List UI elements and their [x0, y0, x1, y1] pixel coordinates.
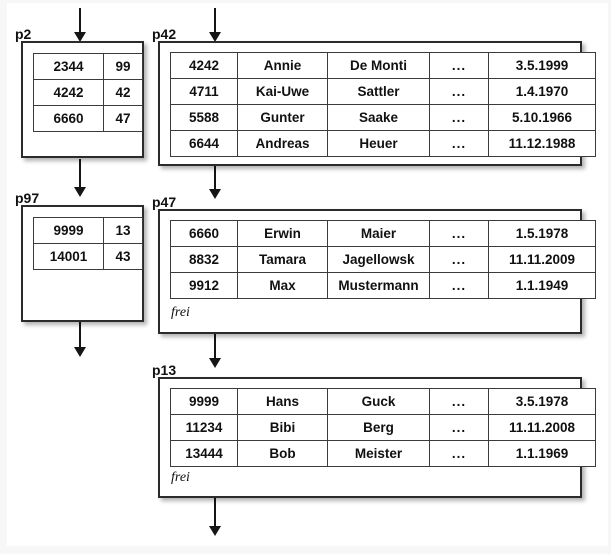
cell-first: Kai-Uwe: [237, 78, 328, 105]
table-row[interactable]: 13444 Bob Meister ... 1.1.1969: [170, 440, 596, 467]
cell-id: 6660: [170, 220, 238, 247]
cell-id: 8832: [170, 246, 238, 273]
cell-last: Maier: [327, 220, 430, 247]
cell-first: Tamara: [237, 246, 328, 273]
page-label-p47: p47: [152, 194, 177, 210]
cell-date: 11.11.2009: [488, 246, 596, 273]
table-row[interactable]: 5588 Gunter Saake ... 5.10.1966: [170, 104, 596, 131]
cell-ref: 99: [103, 53, 143, 80]
cell-id: 9999: [170, 388, 238, 415]
cell-first: Gunter: [237, 104, 328, 131]
cell-id: 4242: [170, 52, 238, 79]
cell-id: 11234: [170, 414, 238, 441]
cell-key: 4242: [33, 79, 104, 106]
cell-more: ...: [429, 388, 489, 415]
table-row[interactable]: 6644 Andreas Heuer ... 11.12.1988: [170, 130, 596, 157]
cell-last: Heuer: [327, 130, 430, 157]
cell-more: ...: [429, 220, 489, 247]
cell-id: 9912: [170, 272, 238, 299]
cell-key: 6660: [33, 105, 104, 132]
cell-first: Hans: [237, 388, 328, 415]
cell-date: 11.12.1988: [488, 130, 596, 157]
table-row[interactable]: 9912 Max Mustermann ... 1.1.1949: [170, 272, 596, 299]
cell-last: Berg: [327, 414, 430, 441]
cell-more: ...: [429, 52, 489, 79]
data-table-p47: 6660 Erwin Maier ... 1.5.1978 8832 Tamar…: [170, 220, 596, 299]
page-label-p2: p2: [15, 26, 32, 42]
cell-more: ...: [429, 104, 489, 131]
cell-last: Sattler: [327, 78, 430, 105]
table-row[interactable]: 4711 Kai-Uwe Sattler ... 1.4.1970: [170, 78, 596, 105]
free-space-label-p47: frei: [171, 305, 190, 320]
cell-date: 1.1.1949: [488, 272, 596, 299]
table-row[interactable]: 4242 42: [33, 79, 143, 106]
cell-date: 3.5.1978: [488, 388, 596, 415]
cell-id: 4711: [170, 78, 238, 105]
data-table-p13: 9999 Hans Guck ... 3.5.1978 11234 Bibi B…: [170, 388, 596, 467]
table-row[interactable]: 4242 Annie De Monti ... 3.5.1999: [170, 52, 596, 79]
cell-last: Guck: [327, 388, 430, 415]
cell-id: 6644: [170, 130, 238, 157]
cell-more: ...: [429, 414, 489, 441]
cell-first: Max: [237, 272, 328, 299]
data-table-p42: 4242 Annie De Monti ... 3.5.1999 4711 Ka…: [170, 52, 596, 157]
cell-date: 1.4.1970: [488, 78, 596, 105]
cell-key: 2344: [33, 53, 104, 80]
cell-more: ...: [429, 272, 489, 299]
table-row[interactable]: 9999 13: [33, 217, 143, 244]
table-row[interactable]: 6660 Erwin Maier ... 1.5.1978: [170, 220, 596, 247]
cell-ref: 42: [103, 79, 143, 106]
cell-date: 11.11.2008: [488, 414, 596, 441]
page-label-p13: p13: [152, 362, 177, 378]
cell-more: ...: [429, 78, 489, 105]
page-label-p97: p97: [15, 190, 40, 206]
free-space-label-p13: frei: [171, 470, 190, 485]
table-row[interactable]: 2344 99: [33, 53, 143, 80]
cell-key: 9999: [33, 217, 104, 244]
cell-more: ...: [429, 130, 489, 157]
index-table-p2: 2344 99 4242 42 6660 47: [33, 53, 143, 132]
cell-id: 5588: [170, 104, 238, 131]
table-row[interactable]: 8832 Tamara Jagellowsk ... 11.11.2009: [170, 246, 596, 273]
cell-first: Erwin: [237, 220, 328, 247]
cell-last: De Monti: [327, 52, 430, 79]
cell-date: 1.1.1969: [488, 440, 596, 467]
cell-last: Mustermann: [327, 272, 430, 299]
page-label-p42: p42: [152, 26, 177, 42]
cell-ref: 47: [103, 105, 143, 132]
cell-first: Bob: [237, 440, 328, 467]
cell-date: 5.10.1966: [488, 104, 596, 131]
cell-ref: 13: [103, 217, 143, 244]
cell-last: Saake: [327, 104, 430, 131]
cell-ref: 43: [103, 243, 143, 270]
cell-first: Bibi: [237, 414, 328, 441]
cell-last: Meister: [327, 440, 430, 467]
cell-date: 3.5.1999: [488, 52, 596, 79]
table-row[interactable]: 6660 47: [33, 105, 143, 132]
cell-more: ...: [429, 440, 489, 467]
cell-key: 14001: [33, 243, 104, 270]
cell-first: Annie: [237, 52, 328, 79]
table-row[interactable]: 9999 Hans Guck ... 3.5.1978: [170, 388, 596, 415]
cell-id: 13444: [170, 440, 238, 467]
cell-date: 1.5.1978: [488, 220, 596, 247]
table-row[interactable]: 14001 43: [33, 243, 143, 270]
cell-more: ...: [429, 246, 489, 273]
cell-last: Jagellowsk: [327, 246, 430, 273]
index-table-p97: 9999 13 14001 43: [33, 217, 143, 270]
table-row[interactable]: 11234 Bibi Berg ... 11.11.2008: [170, 414, 596, 441]
cell-first: Andreas: [237, 130, 328, 157]
